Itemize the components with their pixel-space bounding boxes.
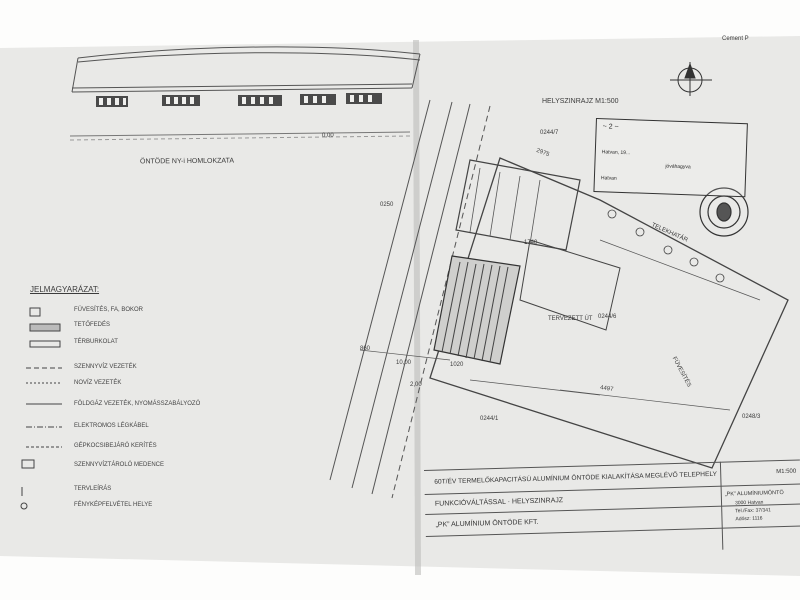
north-arrow-icon bbox=[670, 62, 712, 96]
dimension-label: 2,00 bbox=[410, 382, 422, 388]
facade-windows bbox=[96, 93, 382, 107]
legend-title: JELMAGYARÁZAT: bbox=[30, 285, 100, 294]
legend-symbols bbox=[20, 307, 62, 510]
legend-item: FÜVESÍTÉS, FA, BOKOR bbox=[74, 307, 144, 313]
designer-address: 3000 Hatvan bbox=[734, 499, 764, 507]
legend-item: TETŐFEDÉS bbox=[74, 322, 111, 328]
title-block: 60T/ÉV TERMELŐKAPACITÁSÚ ALUMÍNIUM ÖNTÖD… bbox=[424, 459, 800, 560]
parcel-label: 0244/1 bbox=[480, 416, 499, 422]
legend-item: FÖLDGÁZ VEZETÉK, NYOMÁSSZABÁLYOZÓ bbox=[74, 401, 201, 407]
facade-title: ÖNTÖDE NY-i HOMLOKZATA bbox=[139, 157, 235, 166]
legend-item: FÉNYKÉPFELVÉTEL HELYE bbox=[74, 502, 153, 508]
legend-item: SZENNYVÍZTÁROLÓ MEDENCE bbox=[74, 462, 165, 468]
legend-item: NOVÍZ VEZETÉK bbox=[74, 380, 122, 386]
project-title: 60T/ÉV TERMELŐKAPACITÁSÚ ALUMÍNIUM ÖNTÖD… bbox=[434, 470, 718, 486]
parcel-label: 0248/3 bbox=[742, 414, 761, 420]
dimension-label: 1740 bbox=[524, 240, 538, 246]
legend-item: ELEKTROMOS LÉGKÁBEL bbox=[74, 423, 149, 429]
trees bbox=[607, 209, 725, 283]
designer-company: „PK” ALUMÍNIUMÖNTÖ bbox=[724, 489, 784, 498]
facade-level: 0,00 bbox=[322, 133, 334, 139]
parcel-label: 0244/6 bbox=[598, 314, 617, 320]
designer-tax: Adósz: 1116 bbox=[735, 515, 763, 523]
legend-item: TÉRBURKOLAT bbox=[74, 339, 118, 345]
drawing-subject: FUNKCIÓVÁLTÁSSAL · HELYSZINRAJZ bbox=[434, 497, 564, 508]
sheet-corner-label: Cement P bbox=[722, 36, 749, 42]
client-name: „PK” ALUMÍNIUM ÖNTÖDE KFT. bbox=[435, 518, 539, 529]
dimension-lines bbox=[359, 239, 761, 411]
designer-phone: Tel./Fax: 37/341 bbox=[735, 507, 771, 515]
legend-item: SZENNYVÍZ VEZETÉK bbox=[74, 364, 137, 370]
legend-item: GÉPKOCSIBEJÁRÓ KERÍTÉS bbox=[74, 443, 157, 449]
dimension-label: 10,00 bbox=[396, 360, 412, 366]
drawing-scale: M1:500 bbox=[776, 468, 797, 476]
drawing-sheet bbox=[0, 36, 800, 576]
round-seal bbox=[699, 187, 749, 237]
legend-item: TERVLEÍRÁS bbox=[74, 486, 112, 492]
dimension-label: 1020 bbox=[450, 362, 464, 368]
planned-road-label: TERVEZETT ÚT bbox=[548, 316, 593, 322]
facade-elevation bbox=[69, 46, 421, 141]
parcel-label: 0250 bbox=[380, 202, 394, 208]
site-plan-title: HELYSZINRAJZ M1:500 bbox=[542, 98, 619, 105]
road bbox=[329, 99, 491, 499]
approval-stamp: ~ 2 ~ Hatvan, 19... jóváhagyva Hatvan bbox=[593, 118, 748, 198]
foundry-building bbox=[433, 159, 581, 365]
parcel-label: 0244/7 bbox=[540, 130, 559, 136]
dimension-label: 860 bbox=[360, 346, 371, 352]
